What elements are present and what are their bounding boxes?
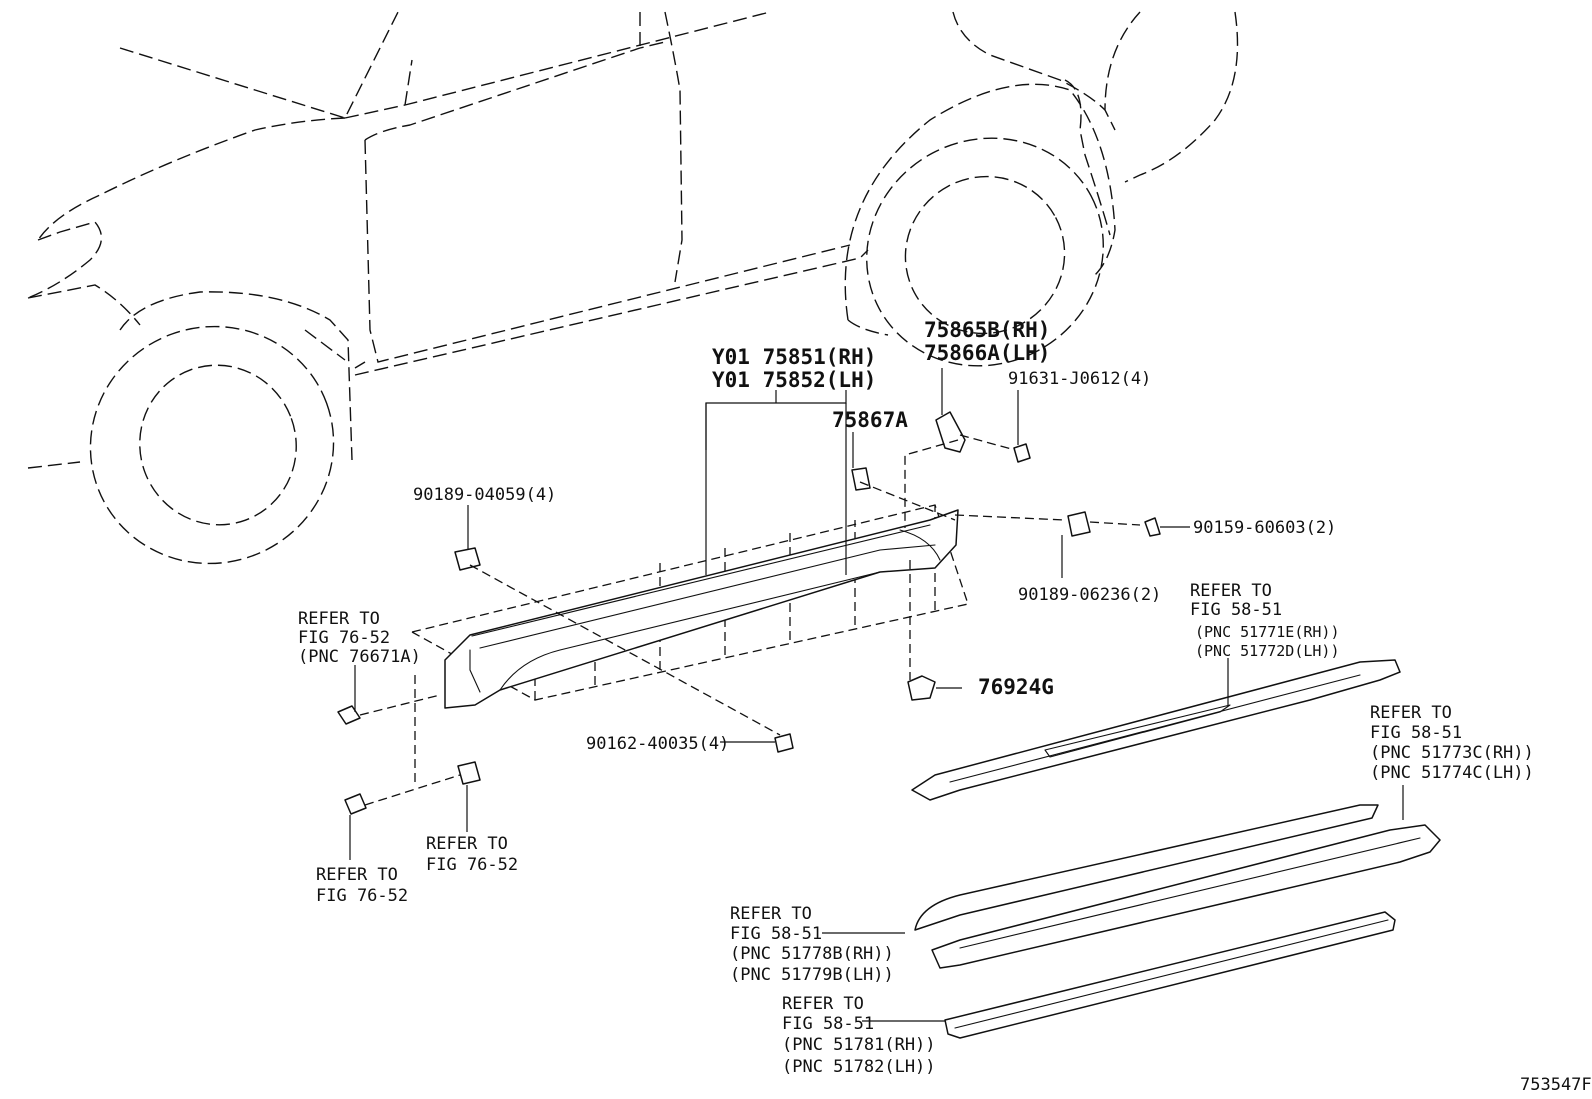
label-sidestep-rh: Y01 75851(RH) <box>712 345 876 369</box>
label-bracket-rh: 75865B(RH) <box>924 318 1050 342</box>
bracket-75865b <box>935 411 966 453</box>
label-clip-75867a: 75867A <box>832 408 908 432</box>
refer-76-52-c-line2: FIG 76-52 <box>426 855 518 875</box>
refer-76-52-b-line2: FIG 76-52 <box>316 886 408 906</box>
leader-lines <box>349 368 1404 1022</box>
vehicle-outline <box>27 11 1239 565</box>
refer-58-51-b-line1: REFER TO <box>1370 703 1452 723</box>
fastener-76-52-c <box>457 761 481 785</box>
label-bolt-91631: 91631-J0612(4) <box>1008 369 1151 389</box>
screw-90162 <box>774 733 794 753</box>
label-clip-90189-06236: 90189-06236(2) <box>1018 585 1161 605</box>
clip-90189-06236 <box>1067 511 1091 537</box>
refer-58-51-b-line4: (PNC 51774C(LH)) <box>1370 763 1534 783</box>
label-screw-90159: 90159-60603(2) <box>1193 518 1336 538</box>
clip-90189-04059 <box>454 547 481 571</box>
refer-58-51-b-line2: FIG 58-51 <box>1370 723 1462 743</box>
refer-76-52-a-line3: (PNC 76671A) <box>298 647 421 667</box>
side-step-part <box>444 509 959 709</box>
refer-76-52-b-line1: REFER TO <box>316 865 398 885</box>
figure-id: 753547F <box>1520 1075 1592 1095</box>
installation-dash-lines <box>359 434 1141 806</box>
clip-76924g <box>907 675 936 701</box>
refer-58-51-d-line3: (PNC 51781(RH)) <box>782 1035 936 1055</box>
refer-58-51-b-line3: (PNC 51773C(RH)) <box>1370 743 1534 763</box>
refer-58-51-a-line3: (PNC 51771E(RH)) <box>1195 623 1340 641</box>
running-board-rail <box>944 911 1396 1039</box>
refer-58-51-a-line2: FIG 58-51 <box>1190 600 1282 620</box>
fastener-76-52-a <box>337 705 361 725</box>
refer-58-51-a-line4: (PNC 51772D(LH)) <box>1195 642 1340 660</box>
refer-58-51-d-line4: (PNC 51782(LH)) <box>782 1057 936 1077</box>
clip-75867a <box>851 467 871 491</box>
label-clip-76924g: 76924G <box>978 675 1054 699</box>
running-board-lower <box>914 804 1441 969</box>
refer-76-52-a-line1: REFER TO <box>298 609 380 629</box>
label-screw-90162: 90162-40035(4) <box>586 734 729 754</box>
refer-76-52-a-line2: FIG 76-52 <box>298 628 390 648</box>
label-sidestep-lh: Y01 75852(LH) <box>712 368 876 392</box>
refer-58-51-d-line1: REFER TO <box>782 994 864 1014</box>
refer-58-51-c-line4: (PNC 51779B(LH)) <box>730 965 894 985</box>
refer-58-51-c-line3: (PNC 51778B(RH)) <box>730 944 894 964</box>
screw-90159 <box>1144 517 1161 537</box>
refer-58-51-d-line2: FIG 58-51 <box>782 1014 874 1034</box>
running-board-upper <box>911 659 1401 801</box>
callout-labels: Y01 75851(RH) Y01 75852(LH) 75865B(RH) 7… <box>298 318 1592 1095</box>
label-bracket-lh: 75866A(LH) <box>924 341 1050 365</box>
refer-76-52-c-line1: REFER TO <box>426 834 508 854</box>
label-clip-90189-04059: 90189-04059(4) <box>413 485 556 505</box>
refer-58-51-c-line2: FIG 58-51 <box>730 924 822 944</box>
bolt-91631 <box>1013 443 1031 463</box>
refer-58-51-a-line1: REFER TO <box>1190 581 1272 601</box>
fastener-76-52-b <box>344 793 367 815</box>
refer-58-51-c-line1: REFER TO <box>730 904 812 924</box>
